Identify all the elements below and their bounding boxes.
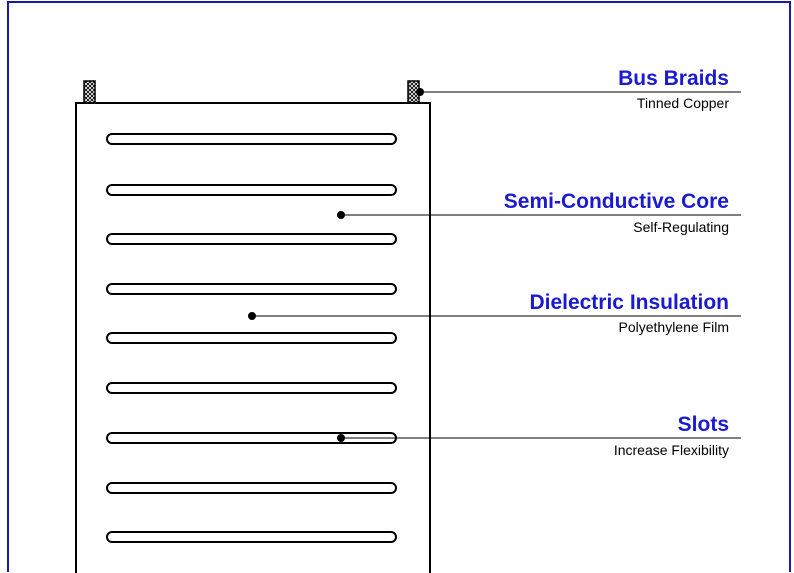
slot <box>106 184 397 196</box>
callout-title-slots: Slots <box>677 413 729 436</box>
slot <box>106 233 397 245</box>
leader-dot-insulation <box>248 312 256 320</box>
cable-body <box>75 102 431 573</box>
callout-title-insulation: Dielectric Insulation <box>529 291 729 314</box>
slot <box>106 332 397 344</box>
leader-dots <box>248 88 424 442</box>
left-bus-braid <box>83 80 96 104</box>
callout-subtitle-insulation: Polyethylene Film <box>618 319 730 335</box>
callout-subtitle-bus-braids: Tinned Copper <box>636 95 729 111</box>
slot <box>106 133 397 145</box>
callout-subtitle-slots: Increase Flexibility <box>613 442 729 458</box>
leader-lines <box>252 91 741 439</box>
callout-subtitle-core: Self-Regulating <box>633 219 729 235</box>
slot <box>106 482 397 494</box>
leader-dot-slots <box>337 434 345 442</box>
callout-title-bus-braids: Bus Braids <box>618 67 729 90</box>
slots <box>106 133 397 543</box>
callout-title-core: Semi-Conductive Core <box>503 190 729 213</box>
slot <box>106 382 397 394</box>
leader-dot-bus-braids <box>416 88 424 96</box>
slot <box>106 531 397 543</box>
leader-dot-core <box>337 211 345 219</box>
slot <box>106 283 397 295</box>
diagram-frame <box>7 1 791 572</box>
